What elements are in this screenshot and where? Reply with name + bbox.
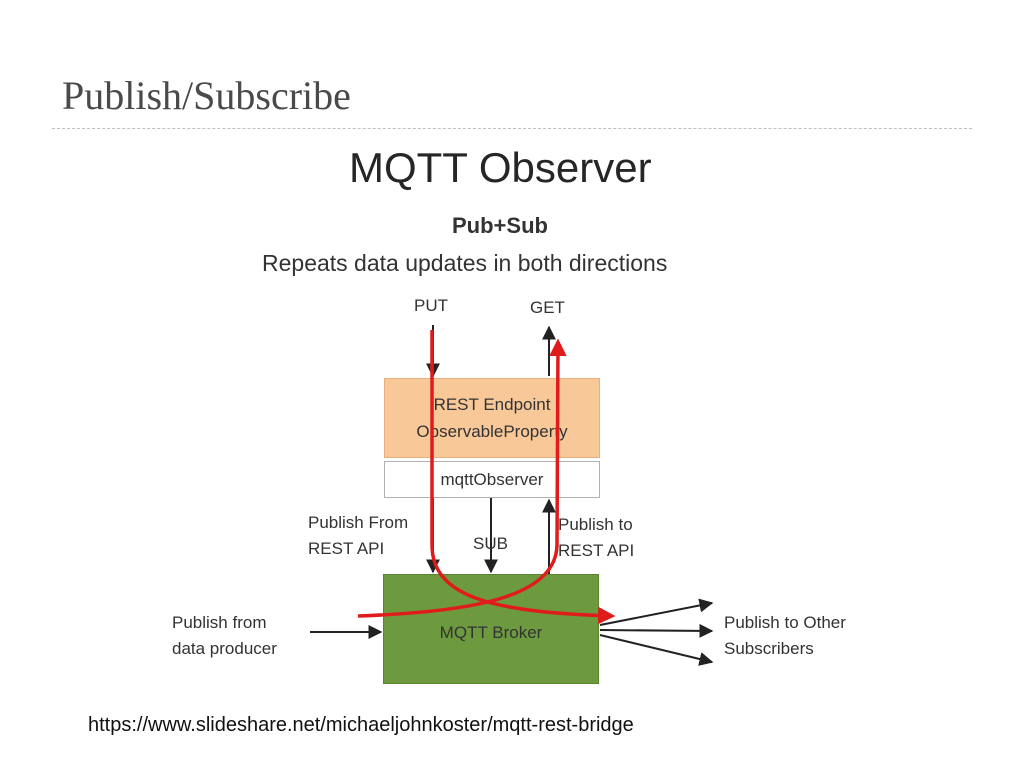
put-to-broker-red-flow [430,330,616,625]
subscribers-label-2: Subscribers [724,639,814,658]
source-url[interactable]: https://www.slideshare.net/michaeljohnko… [88,714,634,736]
publish-to-rest-label-1: Publish to [558,515,633,534]
endpoint-label-line2: ObservableProperty [416,422,568,441]
diagram-description: Repeats data updates in both directions [262,250,668,276]
title-divider [52,128,972,129]
fanout-arrow-mid [599,623,714,638]
rest-endpoint-box: REST Endpoint ObservableProperty [384,378,600,458]
fanout-arrow-up [599,598,714,626]
fanout-arrow-down [599,634,714,666]
observer-label: mqttObserver [440,470,544,489]
publish-to-rest-label-2: REST API [558,541,635,560]
put-label: PUT [414,296,448,315]
publish-from-rest-label-2: REST API [308,539,385,558]
publish-from-rest-label-1: Publish From [308,513,409,532]
subscribers-label-1: Publish to Other [724,613,846,632]
producer-label-2: data producer [172,639,277,658]
get-label: GET [530,298,565,317]
broker-label: MQTT Broker [439,623,543,642]
broker-to-get-red-flow [357,338,567,618]
sub-label: SUB [473,534,508,553]
diagram-title: MQTT Observer [349,144,652,191]
slide-title: Publish/Subscribe [62,73,351,118]
mqtt-broker-box: MQTT Broker [383,574,599,684]
producer-label-1: Publish from [172,613,267,632]
mqtt-observer-box: mqttObserver [384,461,600,498]
diagram-subtitle: Pub+Sub [452,213,548,238]
endpoint-label-line1: REST Endpoint [433,395,551,414]
